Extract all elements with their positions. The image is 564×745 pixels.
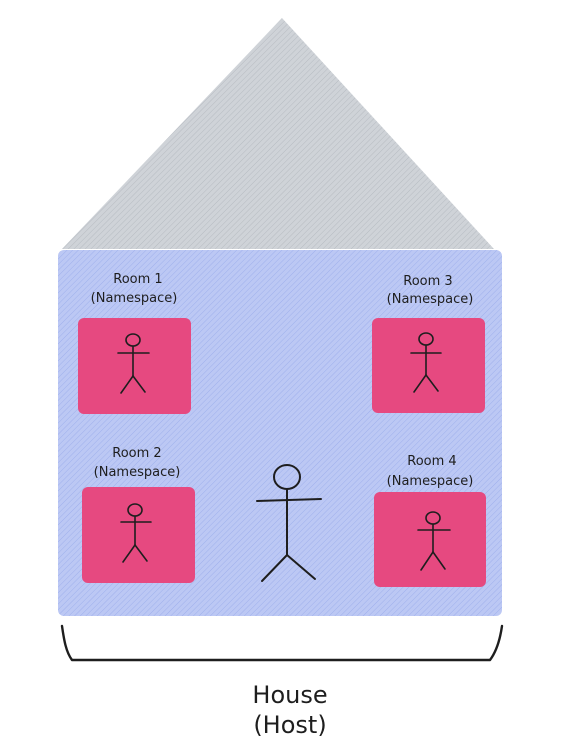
room-3-subtitle: (Namespace) [387,292,474,307]
room-4-title: Room 4 [407,454,456,469]
room-4-person-icon [417,511,451,571]
roof [62,18,494,249]
room-2-box [82,487,195,583]
room-1-title: Room 1 [113,272,162,287]
room-2-subtitle: (Namespace) [94,465,181,480]
room-1-box [78,318,191,414]
room-3-person-icon [410,332,442,393]
host-label: (Host) [253,711,326,739]
room-4-box [374,492,486,587]
house-label: House [252,681,327,709]
room-2-person-icon [120,503,152,563]
house-bracket [60,624,504,662]
room-2-title: Room 2 [112,446,161,461]
room-1-subtitle: (Namespace) [91,291,178,306]
room-3-title: Room 3 [403,274,452,289]
room-1-person-icon [117,333,150,394]
room-4-subtitle: (Namespace) [387,474,474,489]
room-3-box [372,318,485,413]
host-person-icon [256,464,322,582]
